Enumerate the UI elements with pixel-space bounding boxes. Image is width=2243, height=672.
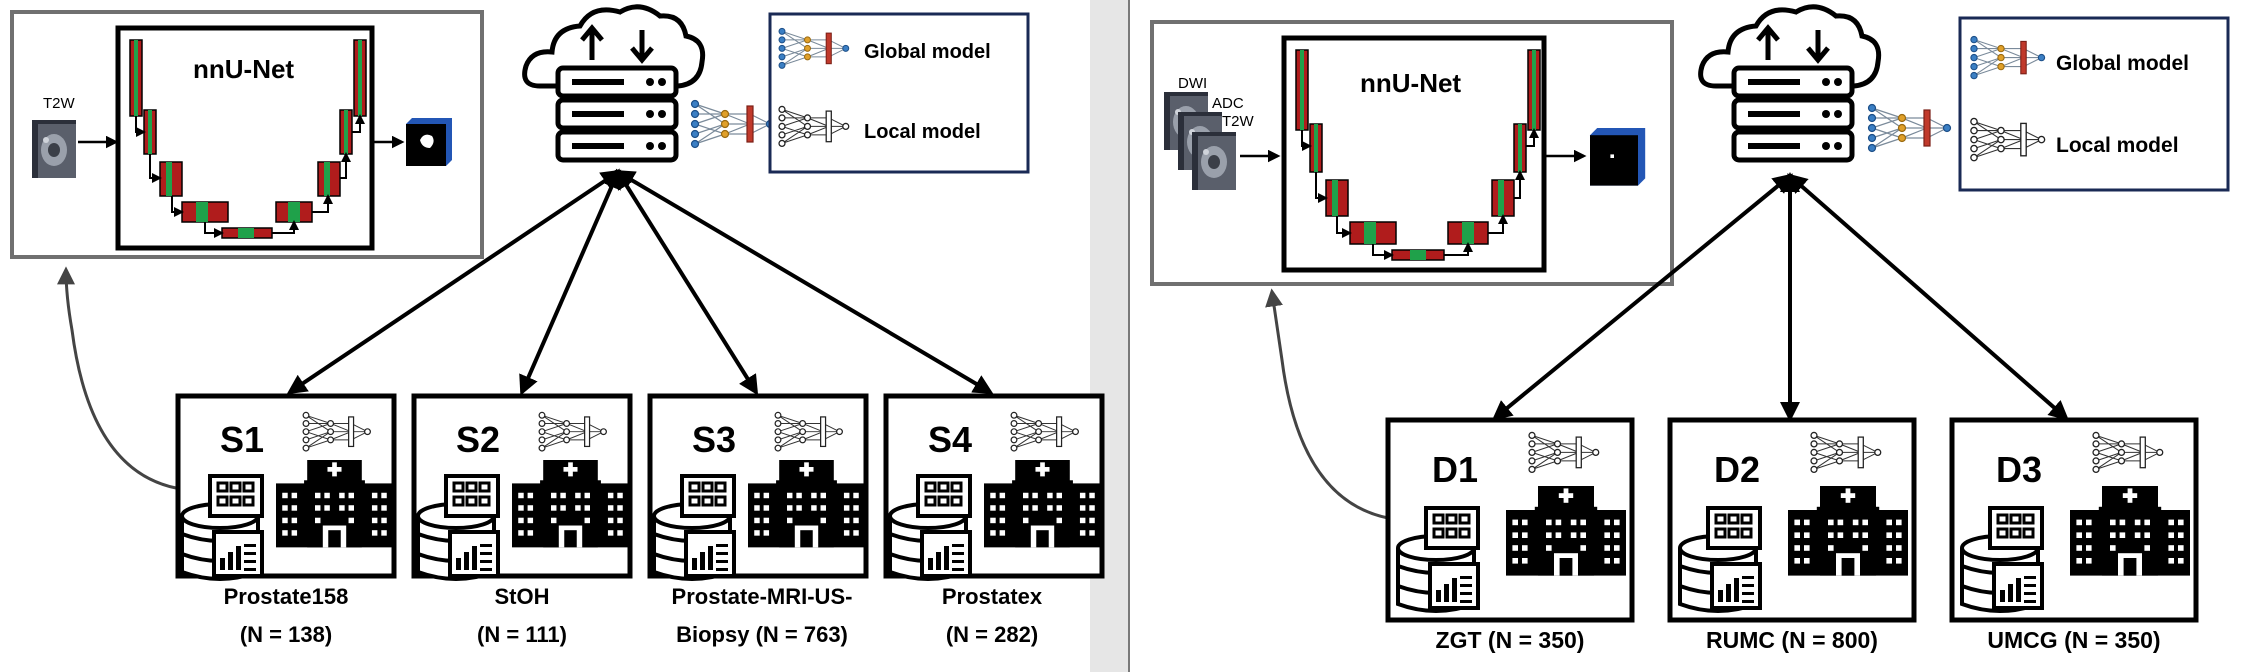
- mri-scan-icon: [32, 120, 76, 178]
- site-code: S4: [928, 419, 972, 460]
- site-code: D3: [1996, 449, 2042, 490]
- unet-title: nnU-Net: [193, 54, 294, 84]
- unet-title: nnU-Net: [1360, 68, 1461, 98]
- site-name: Prostate158: [224, 584, 349, 609]
- site-count: Biopsy (N = 763): [676, 622, 848, 647]
- communication-arrows: [286, 168, 994, 396]
- input-label-adc: ADC: [1212, 95, 1244, 112]
- site-s4: S4 Prostatex (N = 282): [883, 393, 1105, 647]
- segmentation-output-icon: [406, 118, 452, 166]
- site-d1: D1 ZGT (N = 350): [1385, 417, 1635, 653]
- site-count: (N = 282): [946, 622, 1038, 647]
- legend-box: [1958, 16, 2230, 192]
- site-d3: D3 UMCG (N = 350): [1949, 417, 2199, 653]
- site-d2: D2 RUMC (N = 800): [1667, 417, 1917, 653]
- site-code: D2: [1714, 449, 1760, 490]
- site-code: S1: [220, 419, 264, 460]
- global-model-icon: [690, 99, 775, 149]
- site-name: Prostatex: [942, 584, 1043, 609]
- input-label-t2w: T2W: [43, 95, 76, 112]
- site-s1: S1 Prostate158 (N = 138): [175, 393, 397, 647]
- site-s2: S2 StOH (N = 111): [411, 393, 633, 647]
- site-s3: S3 Prostate-MRI-US- Biopsy (N = 763): [647, 393, 869, 647]
- feedback-arrow: [1265, 288, 1389, 520]
- input-label-t2w: T2W: [1222, 113, 1255, 130]
- site-name: StOH: [495, 584, 550, 609]
- site-code: D1: [1432, 449, 1478, 490]
- site-name: Prostate-MRI-US-: [672, 584, 853, 609]
- legend-global-label: Global model: [2056, 52, 2189, 75]
- segmentation-output-icon: [1590, 128, 1646, 186]
- site-count: (N = 138): [240, 622, 332, 647]
- left-panel: T2W nnU-Net: [10, 7, 1105, 647]
- page-divider: [1128, 0, 1130, 672]
- right-panel: DWI ADC T2W nnU-Net: [1150, 7, 2230, 653]
- site-caption: RUMC (N = 800): [1706, 627, 1878, 653]
- communication-arrows: [1491, 172, 2070, 422]
- site-code: S2: [456, 419, 500, 460]
- site-count: (N = 111): [477, 622, 567, 647]
- feedback-arrow: [57, 266, 177, 490]
- site-caption: UMCG (N = 350): [1987, 627, 2160, 653]
- global-model-icon: [1867, 103, 1952, 153]
- legend-local-label: Local model: [864, 121, 981, 143]
- legend-global-label: Global model: [864, 41, 991, 63]
- input-label-dwi: DWI: [1178, 75, 1207, 92]
- cloud-server-icon: [1701, 7, 1879, 160]
- legend-local-label: Local model: [2056, 134, 2179, 157]
- site-code: S3: [692, 419, 736, 460]
- site-caption: ZGT (N = 350): [1436, 627, 1585, 653]
- cloud-server-icon: [525, 7, 703, 160]
